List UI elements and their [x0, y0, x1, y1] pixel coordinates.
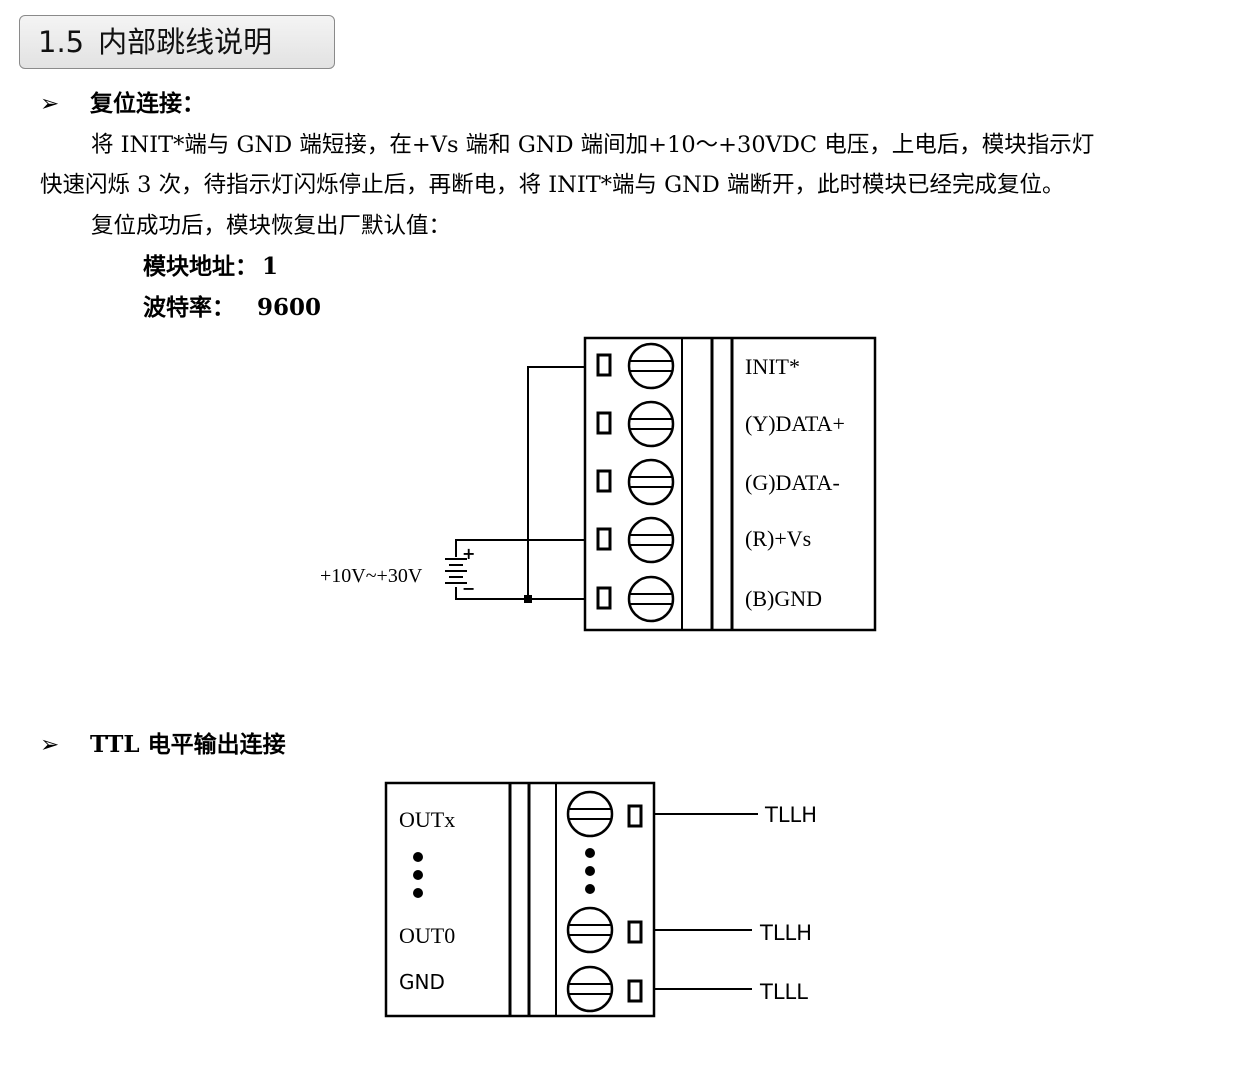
ttl-output-wires — [654, 813, 758, 990]
terminal-label-data-plus: (Y)DATA+ — [745, 411, 845, 436]
battery-plus-label: + — [462, 544, 475, 563]
terminal-row-vs — [596, 516, 675, 564]
module-address: 模块地址：1 — [143, 252, 278, 282]
terminal-slot-icon — [596, 527, 612, 551]
ttl-output-label-1: TLLH — [764, 803, 817, 827]
terminal-row-init — [596, 342, 675, 390]
junction-dot — [524, 595, 532, 603]
screw-icon — [566, 906, 614, 954]
ttl-label-gnd: GND — [399, 970, 445, 994]
screw-icon — [627, 516, 675, 564]
ttl-terminal-out0 — [566, 906, 643, 954]
terminal-slot-icon — [596, 586, 612, 610]
terminal-slot-icon — [596, 411, 612, 435]
reset-wiring-diagram: INIT* (Y)DATA+ (G)DATA- (R)+Vs (B)GND + … — [320, 336, 877, 632]
ttl-output-label-3: TLLL — [759, 980, 808, 1004]
terminal-slot-icon — [627, 804, 643, 828]
reset-heading: ➢ 复位连接： — [40, 89, 205, 119]
reset-line-1: 将 INIT*端与 GND 端短接，在+Vs 端和 GND 端间加+10～+30… — [91, 132, 1095, 158]
ttl-label-outx: OUTx — [399, 807, 455, 832]
supply-voltage-label: +10V~+30V — [320, 565, 423, 587]
ttl-terminal-gnd — [566, 965, 643, 1013]
terminal-slot-icon — [627, 979, 643, 1003]
reset-heading-text: 复位连接： — [90, 90, 205, 117]
bullet-arrow-icon: ➢ — [40, 91, 60, 117]
section-number: 1.5 — [38, 25, 85, 59]
ttl-output-label-2: TLLH — [759, 921, 812, 945]
baud-rate-label: 波特率： — [143, 294, 235, 321]
ttl-ellipsis-right — [585, 848, 595, 894]
reset-wires — [455, 366, 585, 600]
terminal-label-data-minus: (G)DATA- — [745, 470, 840, 495]
reset-line-2: 快速闪烁 3 次，待指示灯闪烁停止后，再断电，将 INIT*端与 GND 端断开… — [40, 172, 1065, 198]
reset-line-3: 复位成功后，模块恢复出厂默认值： — [91, 213, 452, 239]
screw-icon — [627, 458, 675, 506]
screw-icon — [566, 965, 614, 1013]
ttl-terminal-outx — [566, 790, 643, 838]
ttl-connector-body — [384, 781, 656, 1018]
ttl-ellipsis-left — [413, 852, 423, 898]
section-title: 1.5 内部跳线说明 — [19, 15, 335, 69]
terminal-slot-icon — [627, 920, 643, 944]
ttl-heading-text: TTL 电平输出连接 — [90, 731, 286, 758]
baud-rate-value: 9600 — [257, 294, 322, 321]
terminal-label-init: INIT* — [745, 354, 800, 379]
screw-icon — [566, 790, 614, 838]
terminal-label-gnd: (B)GND — [745, 586, 822, 611]
section-heading: 内部跳线说明 — [98, 25, 273, 59]
terminal-label-vs: (R)+Vs — [745, 526, 811, 551]
ttl-label-out0: OUT0 — [399, 923, 455, 948]
screw-icon — [627, 400, 675, 448]
terminal-row-gnd — [596, 575, 675, 623]
ttl-heading: ➢ TTL 电平输出连接 — [40, 730, 286, 760]
module-address-value: 1 — [262, 253, 279, 280]
terminal-slot-icon — [596, 469, 612, 493]
screw-icon — [627, 575, 675, 623]
connector-body — [583, 336, 877, 632]
battery-icon — [445, 558, 467, 584]
terminal-row-data-plus — [596, 400, 675, 448]
battery-minus-label: − — [462, 579, 475, 598]
terminal-row-data-minus — [596, 458, 675, 506]
screw-icon — [627, 342, 675, 390]
terminal-slot-icon — [596, 353, 612, 377]
bullet-arrow-icon: ➢ — [40, 732, 60, 758]
module-address-label: 模块地址： — [143, 253, 258, 280]
baud-rate: 波特率： 9600 — [143, 293, 321, 323]
